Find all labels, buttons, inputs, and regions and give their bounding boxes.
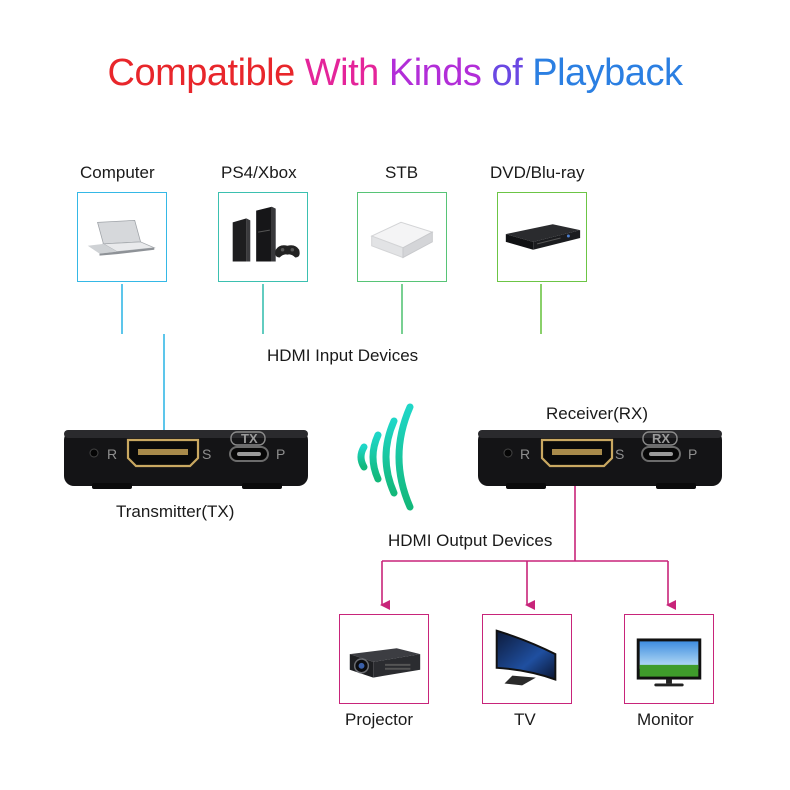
- output-label-projector: Projector: [345, 710, 414, 729]
- rx-hdmi-port: [540, 438, 614, 468]
- game-console-icon: [232, 206, 300, 262]
- rx-badge: [642, 431, 678, 446]
- rx-mark-r: R: [520, 446, 531, 462]
- input-box-console: [218, 192, 308, 282]
- transmitter-device: [64, 430, 308, 489]
- projector-icon: [349, 648, 421, 678]
- tx-usbc-port: [229, 446, 269, 462]
- transmitter-label: Transmitter(TX): [116, 502, 235, 521]
- input-box-dvd: [497, 192, 587, 282]
- rx-usbc-port: [641, 446, 681, 462]
- tx-badge-text: TX: [241, 431, 258, 446]
- monitor-icon: [636, 638, 702, 687]
- tv-icon: [495, 629, 557, 686]
- receiver-device: [478, 430, 722, 489]
- title-part-2: With: [304, 52, 389, 94]
- rx-reset-hole: [503, 448, 513, 458]
- receiver-label: Receiver(RX): [546, 404, 649, 423]
- tx-hdmi-port: [126, 438, 200, 468]
- title-part-4: of: [491, 52, 533, 94]
- tx-badge: [230, 431, 266, 446]
- rx-mark-p: P: [688, 446, 698, 462]
- input-label-dvd: DVD/Blu-ray: [490, 163, 585, 182]
- set-top-box-icon: [370, 221, 434, 259]
- tx-reset-hole: [89, 448, 99, 458]
- hdmi-input-label: HDMI Input Devices: [267, 346, 419, 365]
- title-part-1: Compatible: [107, 52, 305, 94]
- input-box-computer: [77, 192, 167, 282]
- title-part-5: Playback: [532, 52, 683, 94]
- output-box-projector: [339, 614, 429, 704]
- rx-mark-s: S: [615, 446, 625, 462]
- hdmi-output-label: HDMI Output Devices: [388, 531, 553, 550]
- output-label-monitor: Monitor: [637, 710, 694, 729]
- output-label-tv: TV: [514, 710, 536, 729]
- dvd-player-icon: [505, 224, 581, 250]
- tx-mark-p: P: [276, 446, 286, 462]
- input-label-stb: STB: [385, 163, 419, 182]
- output-box-monitor: [624, 614, 714, 704]
- input-box-stb: [357, 192, 447, 282]
- laptop-icon: [87, 219, 156, 256]
- rx-badge-text: RX: [652, 431, 671, 446]
- tx-mark-r: R: [107, 446, 118, 462]
- input-label-computer: Computer: [80, 163, 155, 182]
- output-box-tv: [482, 614, 572, 704]
- title-part-3: Kinds: [388, 52, 492, 94]
- tx-mark-s: S: [202, 446, 212, 462]
- input-label-console: PS4/Xbox: [221, 163, 297, 182]
- wireless-signal-icon: [357, 403, 414, 511]
- page-title: Compatible With Kinds of Playback: [0, 52, 790, 95]
